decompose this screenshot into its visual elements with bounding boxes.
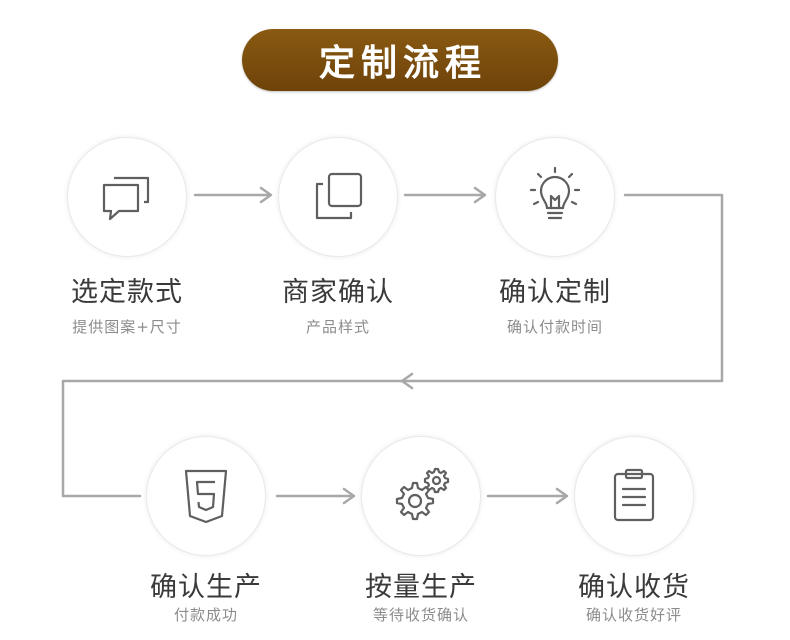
step-6-subtitle: 确认收货好评 — [585, 606, 682, 624]
chat-bubbles-icon — [102, 176, 150, 221]
step-2-subtitle: 产品样式 — [305, 318, 370, 336]
step-3-circle — [496, 138, 614, 256]
title-banner: 定制流程 — [242, 29, 558, 91]
step-1-subtitle: 提供图案+尺寸 — [72, 318, 182, 336]
step-3-subtitle: 确认付款时间 — [506, 318, 603, 336]
step-1-circle — [68, 138, 186, 256]
step-5-circle — [362, 437, 480, 555]
step-4-circle — [147, 437, 265, 555]
step-6-circle — [575, 437, 693, 555]
lightbulb-icon — [529, 166, 581, 220]
step-5-title: 按量生产 — [365, 572, 477, 603]
step-6-title: 确认收货 — [578, 572, 690, 603]
html5-shield-icon — [184, 469, 228, 524]
step-5-subtitle: 等待收货确认 — [372, 606, 469, 624]
step-3-title: 确认定制 — [499, 277, 611, 308]
clipboard-icon — [613, 468, 655, 522]
step-2-title: 商家确认 — [282, 277, 394, 308]
step-4-subtitle: 付款成功 — [173, 606, 238, 624]
page-title: 定制流程 — [318, 42, 487, 84]
copy-squares-icon — [315, 172, 363, 220]
step-2-circle — [279, 138, 397, 256]
step-4-title: 确认生产 — [150, 572, 262, 603]
step-1-title: 选定款式 — [71, 277, 183, 308]
gears-icon — [395, 467, 450, 521]
